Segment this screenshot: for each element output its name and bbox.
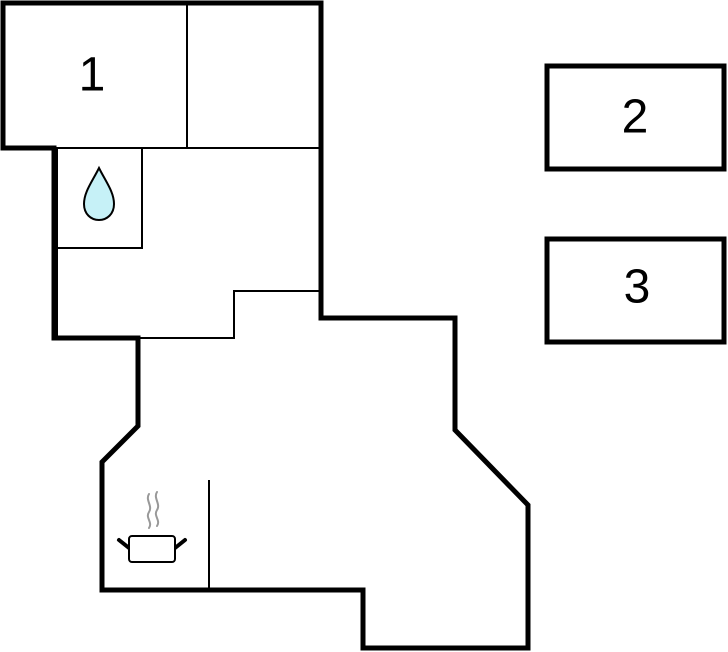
top-block-wall bbox=[0, 0, 531, 651]
room-1-label: 1 bbox=[79, 49, 106, 102]
interior-wall-hall bbox=[138, 290, 321, 339]
room-3-label: 3 bbox=[624, 261, 651, 314]
room-2-label: 2 bbox=[622, 91, 649, 144]
cooking-pot-icon bbox=[117, 491, 187, 563]
interior-walls bbox=[54, 3, 321, 590]
room-3-box bbox=[544, 236, 727, 345]
room-2-box bbox=[544, 63, 727, 172]
water-drop-icon bbox=[82, 165, 116, 222]
interior-wall-bathroom bbox=[56, 148, 143, 249]
main-building-outline bbox=[0, 0, 531, 651]
